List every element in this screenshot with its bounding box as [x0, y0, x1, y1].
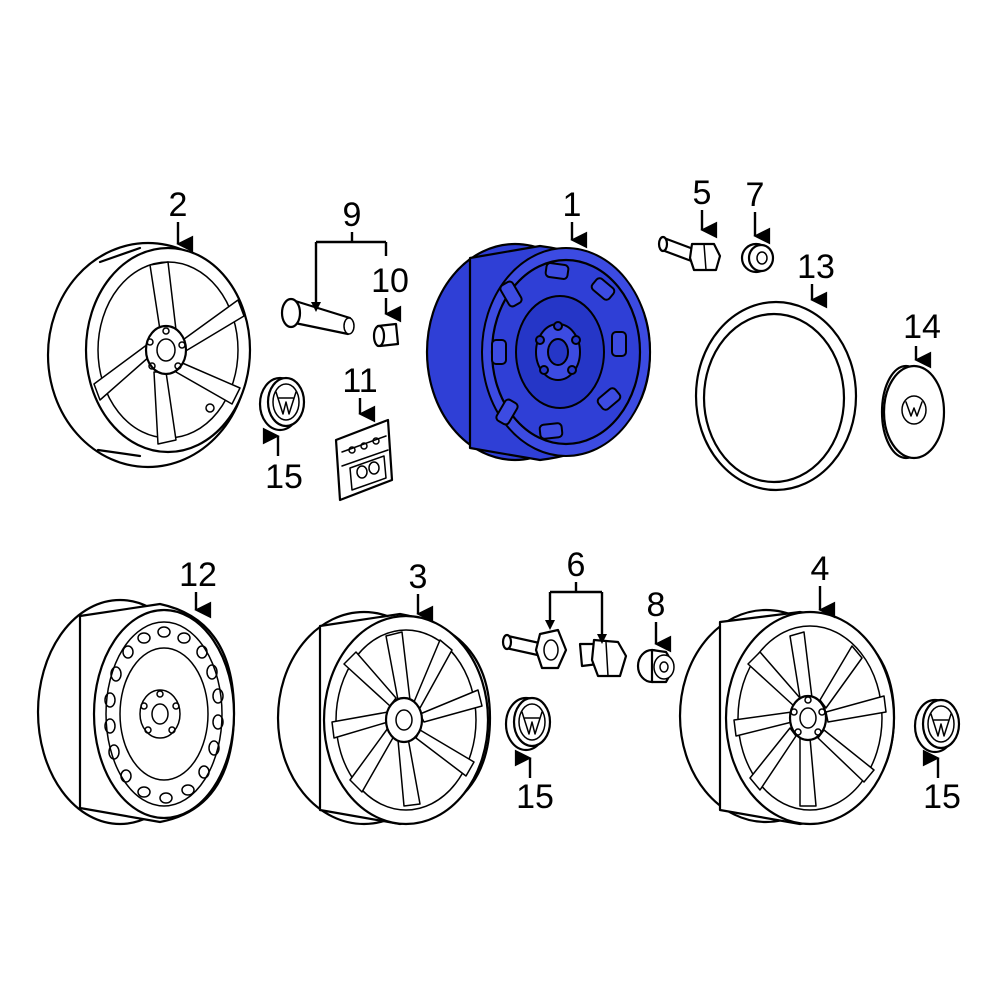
callout-7[interactable]: 7 — [746, 176, 765, 214]
callout-12[interactable]: 12 — [179, 556, 217, 594]
callout-10[interactable]: 10 — [371, 262, 409, 300]
part-10-valve-cap[interactable] — [372, 322, 400, 348]
callout-2[interactable]: 2 — [169, 186, 188, 224]
part-5-wheel-bolt[interactable] — [657, 235, 722, 272]
callout-labels: 1 2 3 4 5 6 7 8 9 10 11 12 13 14 15 15 1… — [169, 174, 961, 816]
callout-3[interactable]: 3 — [409, 558, 428, 596]
callout-13[interactable]: 13 — [797, 248, 835, 286]
part-3-alloy-wheel[interactable] — [276, 610, 492, 826]
callout-11[interactable]: 11 — [342, 362, 377, 400]
part-15-center-cap-a[interactable] — [258, 376, 306, 432]
callout-1[interactable]: 1 — [563, 186, 582, 224]
callout-9[interactable]: 9 — [343, 196, 362, 234]
callout-8[interactable]: 8 — [647, 586, 666, 624]
part-6-wheel-bolt-set[interactable] — [501, 628, 628, 678]
part-13-trim-ring[interactable] — [694, 300, 858, 492]
part-7-lock-bolt-cap[interactable] — [740, 242, 775, 274]
part-1-steel-wheel-highlighted[interactable] — [425, 242, 652, 462]
callout-4[interactable]: 4 — [811, 550, 830, 588]
callout-14[interactable]: 14 — [903, 308, 941, 346]
part-8-bolt-cap[interactable] — [636, 648, 675, 684]
callout-5[interactable]: 5 — [693, 174, 712, 212]
part-15-center-cap-c[interactable] — [913, 698, 961, 754]
part-15-center-cap-b[interactable] — [504, 696, 552, 752]
part-4-alloy-wheel[interactable] — [678, 608, 896, 826]
callout-15-a[interactable]: 15 — [265, 458, 303, 496]
part-14-hub-cap[interactable] — [880, 364, 946, 460]
callout-6[interactable]: 6 — [567, 546, 586, 584]
callout-15-c[interactable]: 15 — [923, 778, 961, 816]
part-9-valve-stem[interactable] — [280, 297, 355, 336]
part-12-spare-steel-wheel[interactable] — [36, 598, 236, 826]
leader-lines — [176, 210, 940, 778]
callout-15-b[interactable]: 15 — [516, 778, 554, 816]
part-11-balance-weight-pack[interactable] — [334, 418, 394, 502]
part-2-alloy-wheel[interactable] — [46, 241, 252, 469]
